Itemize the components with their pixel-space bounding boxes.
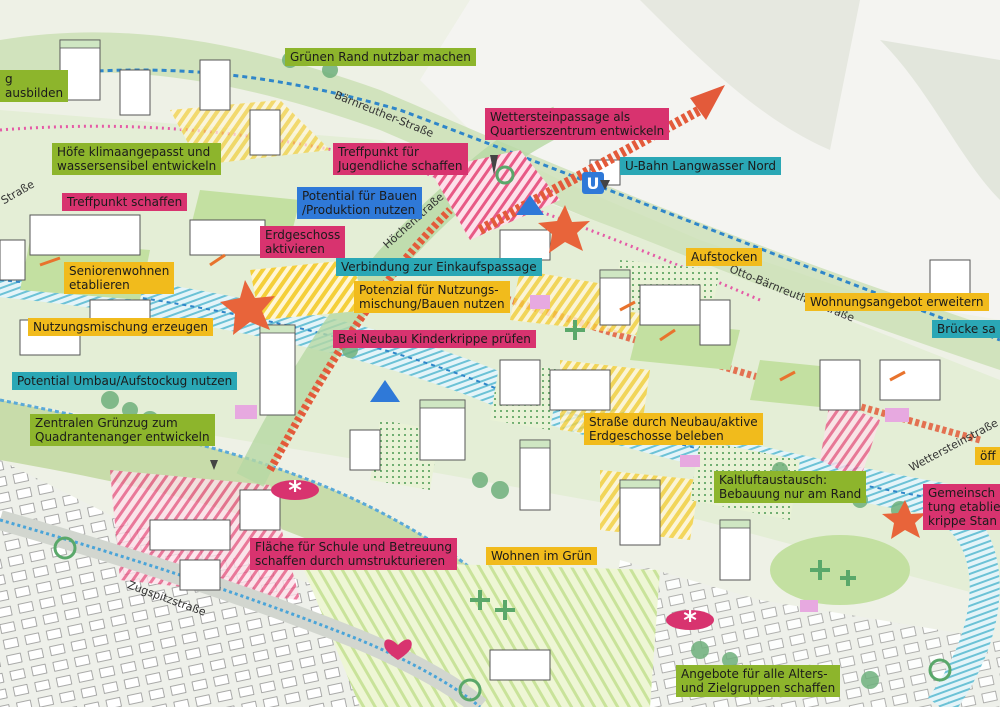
label-left-edge-1: g ausbilden (0, 70, 69, 102)
plus-signs (470, 320, 856, 620)
label-erdgeschoss: Erdgeschoss aktivieren (260, 226, 346, 258)
label-gemeinsch: Gemeinsch tung etablie krippe Stan (923, 484, 1000, 530)
green-field (300, 560, 660, 707)
building-roofs (59, 39, 751, 529)
hatch-6 (820, 400, 880, 480)
label-kinderkrippe: Bei Neubau Kinderkrippe prüfen (333, 330, 536, 348)
label-potential-bauen: Potential für Bauen /Produktion nutzen (297, 187, 423, 219)
label-umbau: Potential Umbau/Aufstockug nutzen (12, 372, 238, 390)
ne-arrow-head (690, 85, 725, 120)
stars (220, 205, 926, 539)
label-wettersteinpassage: Wettersteinpassage als Quartierszentrum … (485, 108, 670, 140)
label-schule: Fläche für Schule und Betreuung schaffen… (250, 538, 457, 570)
label-angebote: Angebote für alle Alters- und Zielgruppe… (676, 665, 841, 697)
svg-text:*: * (288, 476, 302, 506)
svg-text:U: U (587, 174, 600, 193)
node-circles (53, 165, 952, 702)
triangle-1 (516, 195, 544, 215)
north-park-2 (880, 40, 1000, 200)
label-wohnungsangebot: Wohnungsangebot erweitern (805, 293, 989, 311)
heart-icon (384, 639, 412, 660)
label-oeff: öff (975, 447, 1000, 465)
callout-pointers (210, 155, 610, 470)
label-gruenen-rand: Grünen Rand nutzbar machen (285, 48, 476, 66)
label-senioren: Seniorenwohnen etablieren (64, 262, 175, 294)
label-kaltluft: Kaltluftaustausch: Bebauung nur am Rand (714, 471, 867, 503)
label-bruecke: Brücke sa (932, 320, 1000, 338)
label-strasse-neubau: Straße durch Neubau/aktive Erdgeschosse … (584, 413, 763, 445)
label-gruenzug: Zentralen Grünzug zum Quadrantenanger en… (30, 414, 215, 446)
label-verbindung: Verbindung zur Einkaufspassage (336, 258, 542, 276)
svg-text:*: * (683, 606, 697, 636)
label-treffpunkt-jugend: Treffpunkt für Jugendliche schaffen (333, 143, 468, 175)
label-hoefe: Höfe klimaangepasst und wassersensibel e… (52, 143, 222, 175)
east-water (927, 509, 1000, 707)
label-nutzungsmischung: Nutzungsmischung erzeugen (28, 318, 213, 336)
label-ubahn: U-Bahn Langwasser Nord (620, 157, 782, 175)
pink-squares (235, 295, 909, 612)
north-park (640, 0, 860, 150)
park-east (770, 535, 910, 605)
label-potenzial-nutzung: Potenzial für Nutzungs- mischung/Bauen n… (354, 281, 510, 313)
ubahn-icon: U (582, 172, 604, 194)
asterisk-markers: * * (271, 476, 714, 636)
label-treffpunkt: Treffpunkt schaffen (62, 193, 188, 211)
label-wohnen-gruen: Wohnen im Grün (486, 547, 597, 565)
label-aufstocken: Aufstocken (686, 248, 763, 266)
triangle-2 (370, 380, 400, 402)
zugspitz-blue (0, 518, 481, 707)
